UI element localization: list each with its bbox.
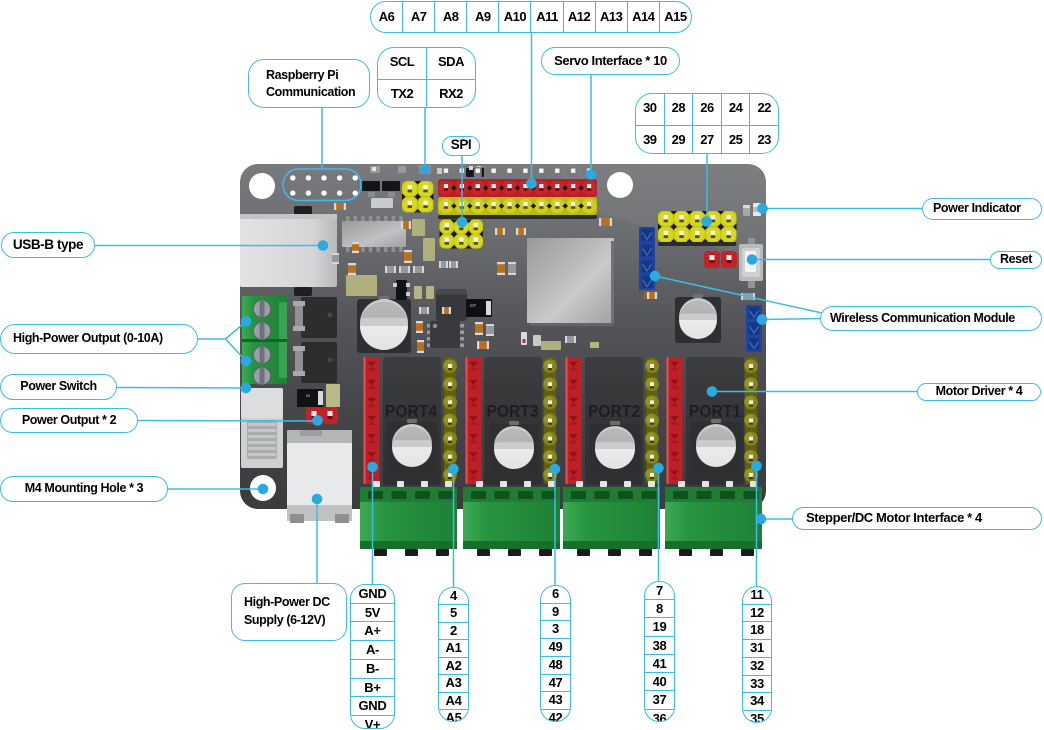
svg-text:PORT3: PORT3 [487,401,539,421]
svg-text:M7: M7 [470,303,477,308]
svg-text:PORT2: PORT2 [588,401,640,421]
svg-text:PORT1: PORT1 [689,401,741,421]
svg-text:PORT4: PORT4 [385,401,437,421]
svg-text:IN: IN [306,393,310,398]
